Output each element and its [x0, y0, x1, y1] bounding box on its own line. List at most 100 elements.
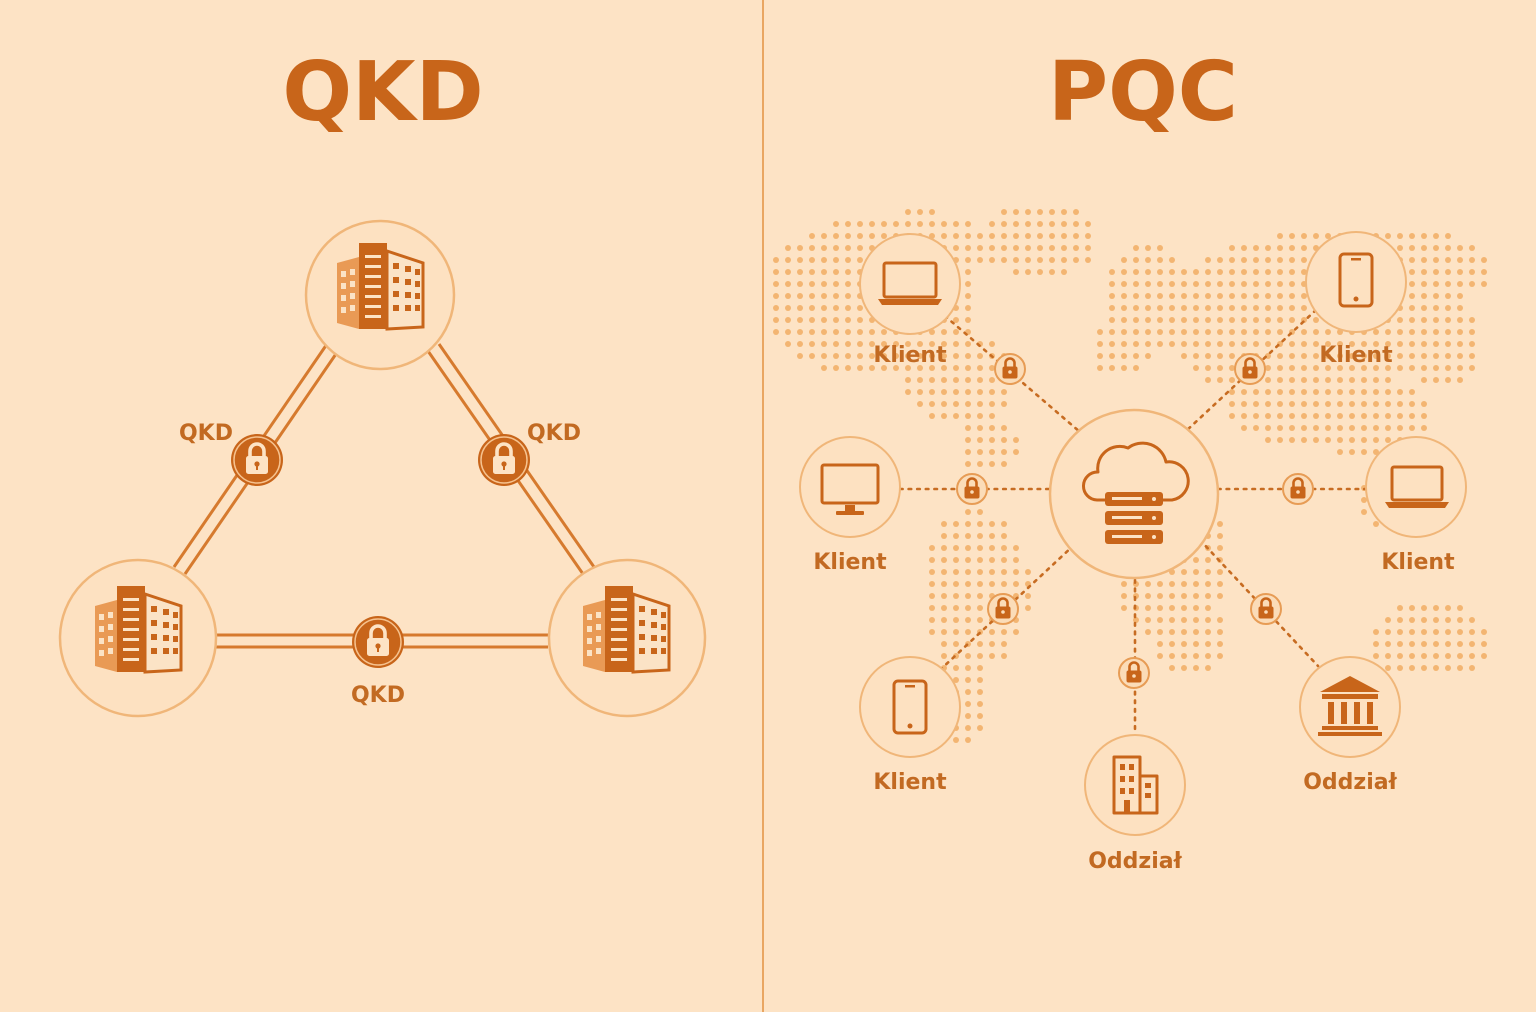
map-dot	[773, 269, 779, 275]
map-dot	[1433, 233, 1439, 239]
map-dot	[1385, 401, 1391, 407]
map-dot	[1409, 413, 1415, 419]
pqc-node-branch-bottom-right: Oddział	[1299, 656, 1401, 795]
node-label: Oddział	[1303, 770, 1397, 795]
map-dot	[1337, 341, 1343, 347]
map-dot	[881, 233, 887, 239]
map-dot	[1373, 629, 1379, 635]
map-dot	[1169, 329, 1175, 335]
map-dot	[1445, 665, 1451, 671]
map-dot	[965, 665, 971, 671]
map-dot	[1457, 641, 1463, 647]
map-dot	[1001, 581, 1007, 587]
map-dot	[1421, 629, 1427, 635]
map-dot	[785, 305, 791, 311]
map-dot	[1013, 221, 1019, 227]
map-dot	[941, 377, 947, 383]
map-dot	[1049, 233, 1055, 239]
map-dot	[1445, 245, 1451, 251]
map-dot	[773, 305, 779, 311]
padlock-icon	[1117, 656, 1151, 690]
map-dot	[1013, 233, 1019, 239]
map-dot	[809, 293, 815, 299]
map-dot	[1169, 665, 1175, 671]
map-dot	[1121, 317, 1127, 323]
map-dot	[1469, 641, 1475, 647]
map-dot	[1229, 401, 1235, 407]
map-dot	[845, 329, 851, 335]
map-dot	[857, 353, 863, 359]
map-dot	[1193, 617, 1199, 623]
map-dot	[1193, 581, 1199, 587]
map-dot	[1361, 437, 1367, 443]
map-dot	[1193, 665, 1199, 671]
map-dot	[1025, 221, 1031, 227]
map-dot	[1421, 401, 1427, 407]
map-dot	[1313, 389, 1319, 395]
map-dot	[953, 557, 959, 563]
map-dot	[1109, 293, 1115, 299]
map-dot	[1253, 389, 1259, 395]
map-dot	[1397, 317, 1403, 323]
map-dot	[821, 233, 827, 239]
map-dot	[1229, 245, 1235, 251]
map-dot	[1265, 425, 1271, 431]
map-dot	[1445, 629, 1451, 635]
map-dot	[1433, 629, 1439, 635]
map-dot	[857, 305, 863, 311]
map-dot	[989, 365, 995, 371]
map-dot	[953, 629, 959, 635]
map-dot	[809, 329, 815, 335]
map-dot	[1301, 293, 1307, 299]
map-dot	[1109, 269, 1115, 275]
map-dot	[929, 617, 935, 623]
map-dot	[1049, 245, 1055, 251]
map-dot	[965, 221, 971, 227]
map-dot	[1277, 257, 1283, 263]
map-dot	[953, 533, 959, 539]
map-dot	[965, 653, 971, 659]
map-dot	[989, 653, 995, 659]
map-dot	[965, 545, 971, 551]
map-dot	[1277, 437, 1283, 443]
map-dot	[809, 317, 815, 323]
map-dot	[989, 641, 995, 647]
map-dot	[1133, 617, 1139, 623]
map-dot	[785, 341, 791, 347]
map-dot	[953, 317, 959, 323]
map-dot	[797, 257, 803, 263]
map-dot	[917, 365, 923, 371]
map-dot	[1373, 413, 1379, 419]
map-dot	[1457, 617, 1463, 623]
map-dot	[1265, 257, 1271, 263]
map-dot	[1301, 401, 1307, 407]
map-dot	[1277, 317, 1283, 323]
map-dot	[1169, 257, 1175, 263]
map-dot	[1361, 341, 1367, 347]
map-dot	[917, 341, 923, 347]
map-dot	[893, 341, 899, 347]
map-dot	[1277, 401, 1283, 407]
map-dot	[773, 317, 779, 323]
map-dot	[1265, 389, 1271, 395]
map-dot	[1265, 293, 1271, 299]
map-dot	[893, 353, 899, 359]
map-dot	[1289, 413, 1295, 419]
map-dot	[893, 221, 899, 227]
map-dot	[1181, 269, 1187, 275]
map-dot	[1205, 329, 1211, 335]
map-dot	[1169, 305, 1175, 311]
map-dot	[1133, 317, 1139, 323]
map-dot	[1253, 257, 1259, 263]
map-dot	[965, 557, 971, 563]
map-dot	[977, 449, 983, 455]
map-dot	[1157, 629, 1163, 635]
map-dot	[881, 329, 887, 335]
pqc-node-client-bottom-left: Klient	[859, 656, 961, 795]
map-dot	[1373, 401, 1379, 407]
map-dot	[1217, 653, 1223, 659]
map-dot	[1253, 425, 1259, 431]
map-dot	[965, 509, 971, 515]
map-dot	[809, 341, 815, 347]
map-dot	[1337, 425, 1343, 431]
